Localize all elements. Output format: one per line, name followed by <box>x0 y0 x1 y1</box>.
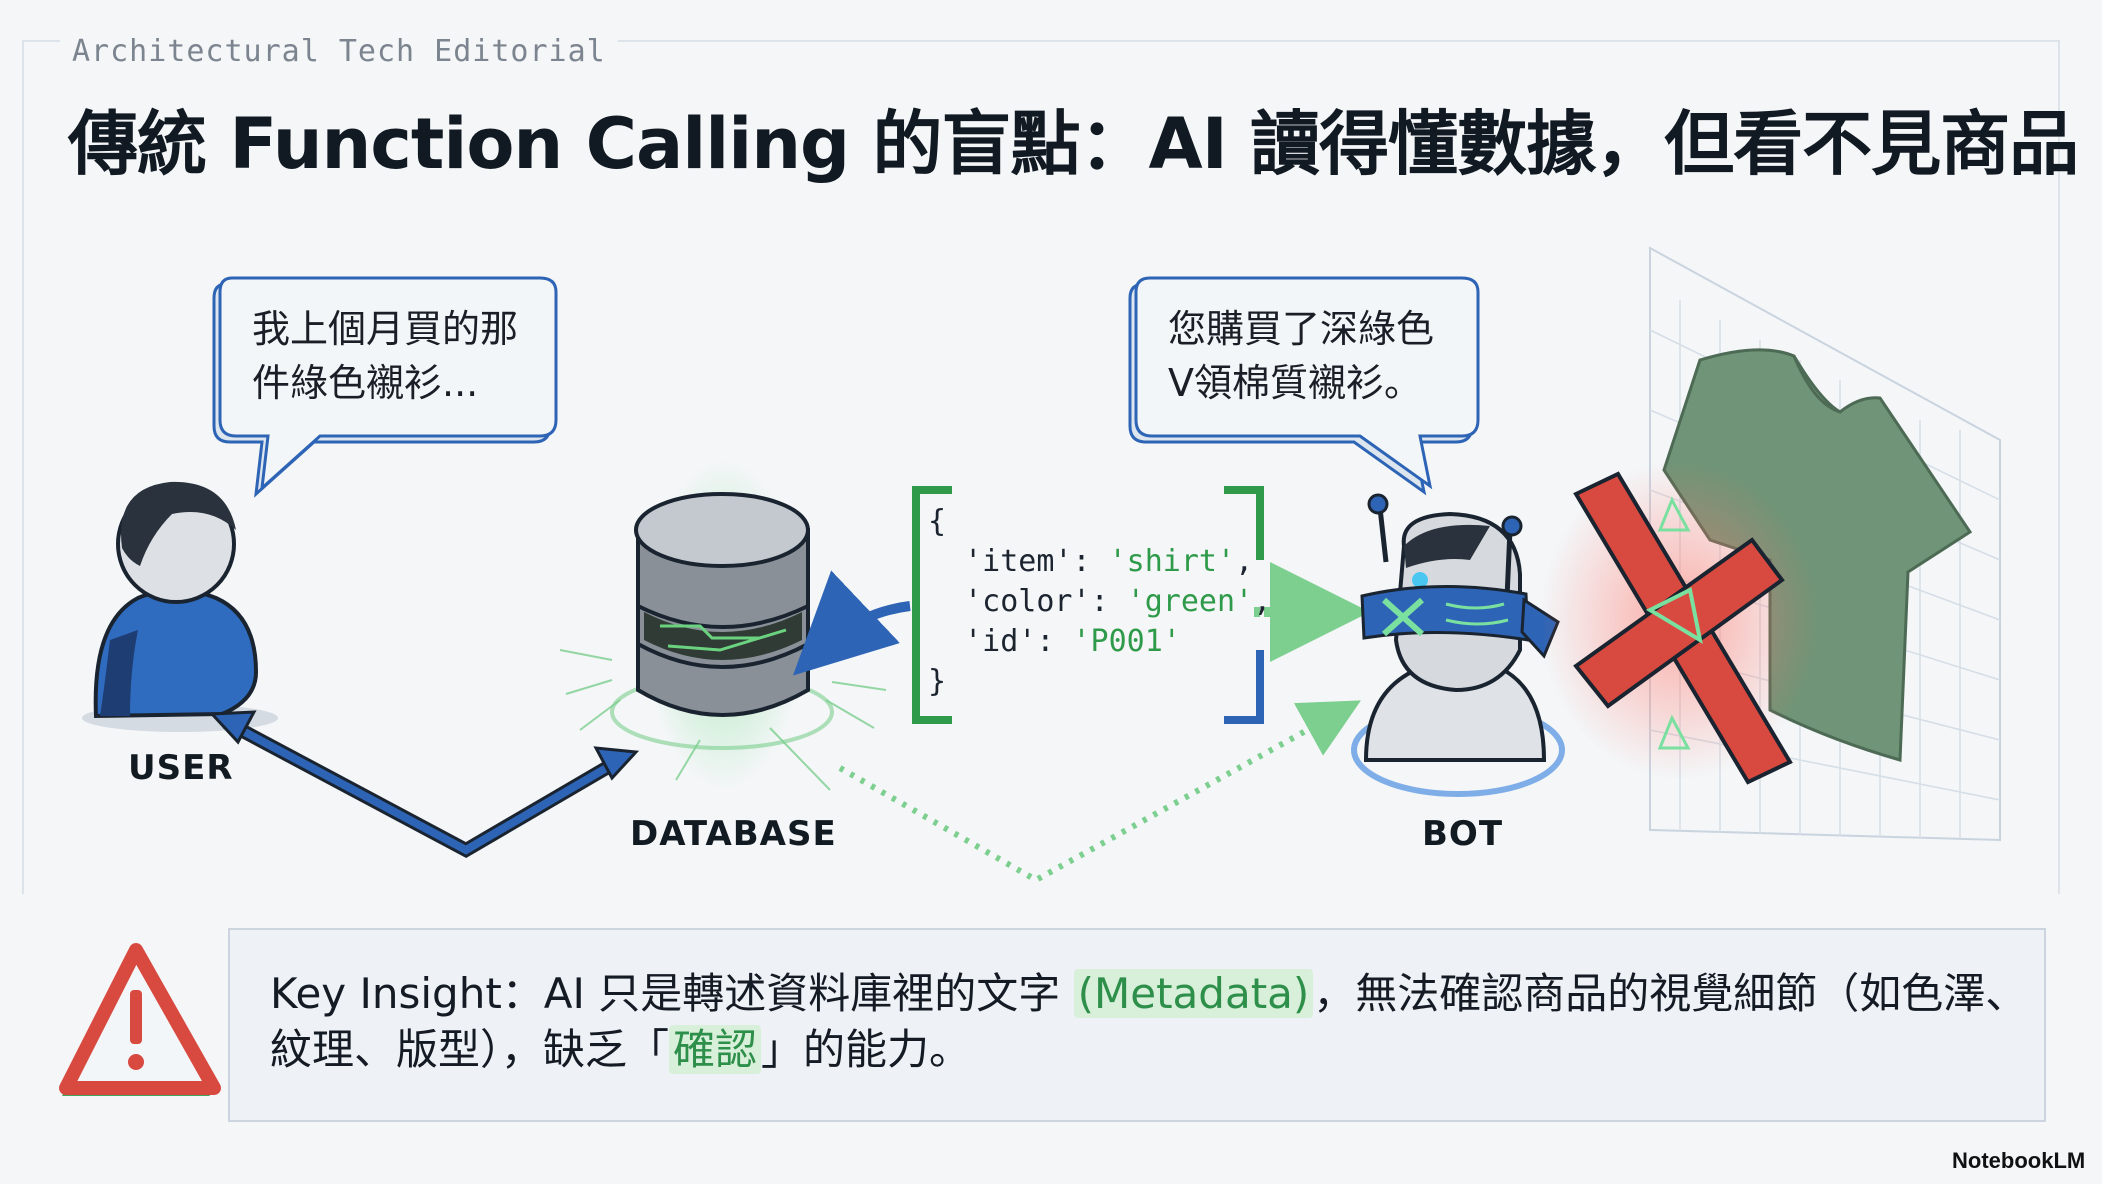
dotted-path-database-to-bot <box>838 700 1362 884</box>
user-message-line-1: 我上個月買的那 <box>252 307 519 351</box>
code-key-id: 'id' <box>964 624 1037 659</box>
user-message-line-2: 件綠色襯衫... <box>252 361 479 405</box>
bot-speech-bubble <box>1128 276 1480 496</box>
bot-icon <box>1351 493 1565 797</box>
code-open-brace: { <box>928 504 947 539</box>
bot-message-line-2: V領棉質襯衫。 <box>1168 361 1422 405</box>
json-code-block: { 'item': 'shirt', 'color': 'green', 'id… <box>928 504 1272 699</box>
arrow-code-to-database <box>792 570 911 676</box>
insight-middle: ，無法確認商品的視覺細節（如色澤、紋理、版型），缺乏「 <box>270 969 2028 1074</box>
page-title: 傳統 Function Calling 的盲點：AI 讀得懂數據，但看不見商品 <box>68 103 2079 185</box>
red-x-icon <box>1540 460 1820 785</box>
insight-text: Key Insight：AI 只是轉述資料庫裡的文字 (Metadata)，無法… <box>270 966 2050 1078</box>
insight-box <box>228 928 2046 1122</box>
code-close-brace: } <box>928 664 947 699</box>
code-key-item: 'item' <box>964 544 1073 579</box>
code-value-color: 'green' <box>1126 584 1254 619</box>
slide-frame <box>22 40 2060 894</box>
code-bracket-frame <box>912 486 1264 724</box>
code-value-id: 'P001' <box>1072 624 1181 659</box>
code-key-color: 'color' <box>964 584 1091 619</box>
bot-message: 您購買了深綠色 V領棉質襯衫。 <box>1140 276 1480 430</box>
insight-suffix: 」的能力。 <box>761 1025 972 1074</box>
insight-confirm-highlight: 確認 <box>669 1025 762 1074</box>
bot-label: BOT <box>1422 814 1504 854</box>
arrow-user-database <box>208 710 640 859</box>
user-speech-bubble <box>212 276 558 498</box>
kicker: Architectural Tech Editorial <box>60 34 618 69</box>
insight-prefix: Key Insight：AI 只是轉述資料庫裡的文字 <box>270 969 1074 1018</box>
database-icon <box>559 460 887 791</box>
user-label: USER <box>128 748 234 788</box>
code-value-item: 'shirt' <box>1108 544 1236 579</box>
user-icon <box>82 481 278 732</box>
warning-icon <box>59 943 221 1096</box>
bot-message-line-1: 您購買了深綠色 <box>1168 307 1435 351</box>
insight-metadata-highlight: (Metadata) <box>1073 969 1314 1018</box>
database-label: DATABASE <box>630 814 837 854</box>
user-message: 我上個月買的那 件綠色襯衫... <box>224 276 554 430</box>
brand-watermark: NotebookLM <box>1952 1148 2086 1173</box>
